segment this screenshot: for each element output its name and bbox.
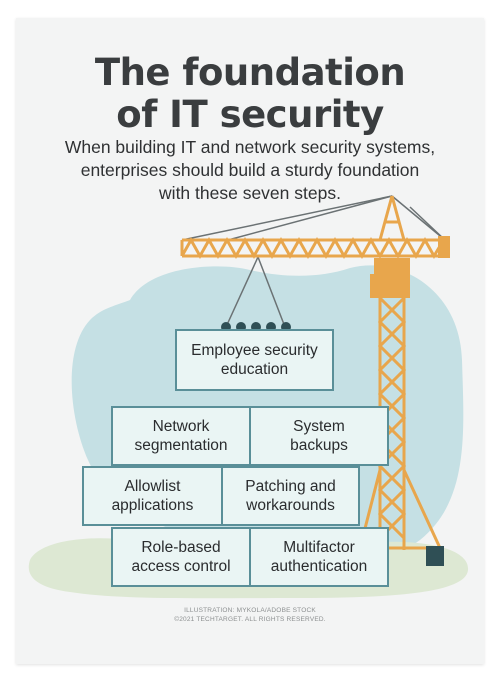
block-multifactor-authentication: Multifactor authentication [249,527,389,587]
block-allowlist-applications: Allowlist applications [82,466,223,526]
block-label-line: Multifactor [283,539,355,556]
subtitle-line-2: enterprises should build a sturdy founda… [80,160,420,180]
block-label-line: Allowlist [124,478,181,495]
block-label-line: authentication [270,558,368,575]
block-label-line: backups [290,437,348,454]
credit-line-1: ILLUSTRATION: MYKOLA/ADOBE STOCK [184,607,316,614]
subtitle-line-1: When building IT and network security sy… [64,137,436,157]
block-patching-and-workarounds: Patching and workarounds [221,466,360,526]
title-line-1: The foundation [94,51,406,94]
block-label-line: Role-based [141,539,221,556]
block-role-based-access-control: Role-based access control [111,527,251,587]
crane-cables [181,195,446,328]
block-label-line: Patching and [245,478,336,495]
block-label-line: segmentation [134,437,228,454]
title-line-2: of IT security [116,93,384,136]
credit-line-2: ©2021 TECHTARGET. ALL RIGHTS RESERVED. [174,616,326,623]
block-network-segmentation: Network segmentation [111,406,251,466]
crane-foot [426,546,444,566]
subtitle: When building IT and network security sy… [30,136,470,205]
image-credit: ILLUSTRATION: MYKOLA/ADOBE STOCK ©2021 T… [130,606,370,624]
block-label-line: workarounds [246,497,335,514]
block-employee-security-education: Employee security education [175,329,334,391]
crane-peak [378,195,406,241]
block-system-backups: System backups [249,406,389,466]
crane-jib [180,236,442,260]
block-label-line: Network [152,418,210,435]
counterweight [438,236,450,258]
block-label-line: applications [111,497,194,514]
page-title: The foundation of IT security [16,52,484,136]
block-label-line: access control [131,558,231,575]
crane-cab [374,258,410,274]
crane-cab-lower [370,274,410,298]
subtitle-line-3: with these seven steps. [159,183,341,203]
block-label-line: System [293,418,345,435]
block-label-line: education [220,361,289,378]
block-label-line: Employee security [191,342,318,359]
